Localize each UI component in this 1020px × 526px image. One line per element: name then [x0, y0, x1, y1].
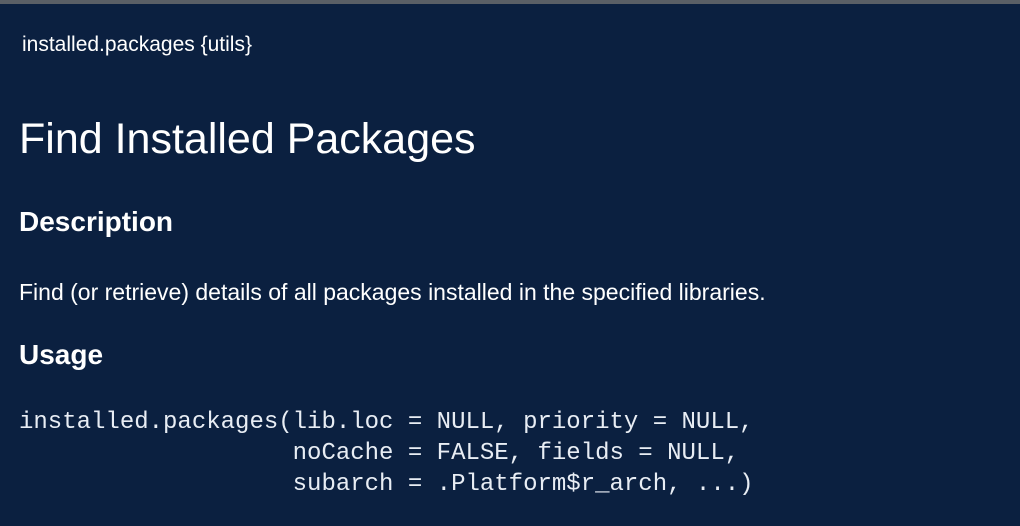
help-pane: installed.packages {utils} Find Installe… — [0, 4, 1020, 526]
window-top-border — [0, 0, 1020, 4]
description-heading: Description — [19, 206, 174, 237]
help-topic-header: installed.packages {utils} — [22, 33, 252, 56]
usage-heading: Usage — [19, 339, 104, 370]
usage-code-block: installed.packages(lib.loc = NULL, prior… — [19, 409, 754, 498]
page-title: Find Installed Packages — [19, 115, 476, 163]
description-text: Find (or retrieve) details of all packag… — [19, 279, 766, 305]
